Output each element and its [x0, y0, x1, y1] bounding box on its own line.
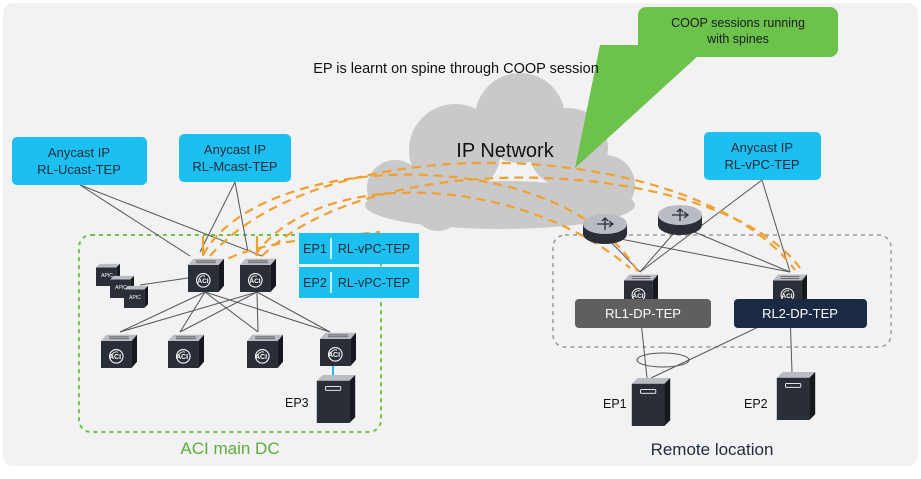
ep-table-ep: EP2: [303, 276, 327, 290]
rl2-label: RL2-DP-TEP: [762, 306, 838, 321]
svg-text:APIC: APIC: [101, 273, 113, 279]
apic-cluster: APIC APIC APIC: [96, 263, 148, 308]
apic-controller-icon: APIC: [96, 263, 120, 286]
main-dc-border: [78, 234, 382, 433]
ep-table-ep: EP1: [303, 242, 327, 256]
remote-location-border: [552, 234, 892, 348]
anycast-box-vpc: Anycast IP RL-vPC-TEP: [704, 132, 821, 180]
anycast-ucast-line-2: RL-Ucast-TEP: [37, 162, 121, 177]
anycast-ucast-line-1: Anycast IP: [48, 145, 110, 160]
rl1-dp-tep-box: RL1-DP-TEP: [575, 299, 711, 328]
server-icon: [316, 375, 356, 423]
ep-table: EP1 RL-vPC-TEP EP2 RL-vPC-TEP: [299, 233, 419, 298]
anycast-vpc-line-1: Anycast IP: [731, 140, 793, 155]
aci-leaf-switch-icon: ACI: [319, 331, 357, 366]
aci-leaf-switch-icon: ACI: [623, 273, 659, 306]
aci-spine-switch-icon: ACI: [188, 258, 224, 292]
rl2-dp-tep-box: RL2-DP-TEP: [734, 299, 867, 328]
remote-location-label: Remote location: [651, 440, 774, 459]
cloud-label: IP Network: [456, 140, 554, 162]
background-panel: [3, 3, 918, 466]
rl1-label: RL1-DP-TEP: [605, 306, 681, 321]
aci-leaf-switch-icon: ACI: [100, 333, 138, 368]
router-icon: [658, 205, 702, 235]
anycast-mcast-line-2: RL-Mcast-TEP: [192, 159, 277, 174]
svg-text:ACI: ACI: [255, 354, 267, 361]
apic-controller-icon: APIC: [124, 285, 148, 308]
ep1-label: EP1: [603, 397, 627, 411]
coop-callout: COOP sessions running with spines: [575, 7, 838, 168]
ep-table-row: [299, 233, 419, 264]
svg-text:ACI: ACI: [781, 293, 792, 300]
anycast-mcast-line-1: Anycast IP: [204, 142, 266, 157]
svg-text:ACI: ACI: [176, 354, 188, 361]
ep-table-tep: RL-vPC-TEP: [338, 276, 410, 290]
ep3-label: EP3: [285, 396, 309, 410]
anycast-box-ucast: Anycast IP RL-Ucast-TEP: [12, 137, 147, 185]
vpc-bundle-ring: [636, 352, 690, 368]
ep-table-row: [299, 267, 419, 298]
spine-local-links: [201, 236, 259, 256]
svg-text:ACI: ACI: [249, 278, 260, 285]
router-icon: [583, 214, 627, 244]
ep2-label: EP2: [744, 397, 768, 411]
svg-text:ACI: ACI: [109, 354, 121, 361]
svg-text:ACI: ACI: [328, 352, 340, 359]
callout-line-2: with spines: [706, 32, 769, 46]
svg-text:APIC: APIC: [129, 295, 141, 301]
server-icon: [631, 378, 671, 426]
ep-table-tep: RL-vPC-TEP: [338, 242, 410, 256]
svg-text:APIC: APIC: [115, 285, 127, 291]
headline: EP is learnt on spine through COOP sessi…: [313, 61, 599, 77]
aci-leaf-switch-icon: ACI: [246, 333, 284, 368]
svg-text:ACI: ACI: [197, 278, 208, 285]
aci-leaf-switch-icon: ACI: [167, 333, 205, 368]
aci-leaf-switch-icon: ACI: [772, 273, 808, 306]
anycast-vpc-line-2: RL-vPC-TEP: [724, 157, 799, 172]
callout-line-1: COOP sessions running: [671, 16, 805, 30]
anycast-box-mcast: Anycast IP RL-Mcast-TEP: [179, 134, 291, 182]
server-icon: [776, 372, 816, 420]
aci-spine-switch-icon: ACI: [240, 258, 276, 292]
svg-text:ACI: ACI: [632, 293, 643, 300]
main-dc-label: ACI main DC: [180, 439, 279, 458]
apic-controller-icon: APIC: [110, 275, 134, 298]
